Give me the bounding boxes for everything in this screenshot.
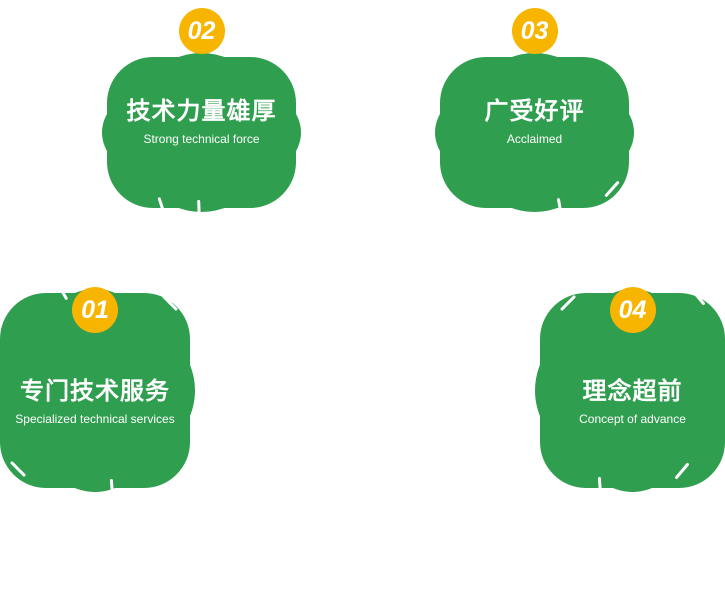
feature-subtitle: Acclaimed [506,132,563,146]
number-badge-04: 04 [609,287,656,333]
feature-card-content: 技术力量雄厚 Strong technical force [107,57,296,208]
feature-title: 技术力量雄厚 [126,98,277,125]
feature-card-content: 专门技术服务 Specialized technical services [0,293,190,488]
feature-card-01: 01 专门技术服务 Specialized technical services [0,281,195,500]
number-badge-03: 03 [511,8,558,54]
feature-title: 理念超前 [582,378,683,405]
badge-number: 04 [618,296,647,324]
badge-number: 02 [187,17,216,45]
badge-number: 01 [81,296,109,324]
feature-card-content: 理念超前 Concept of advance [540,293,725,488]
badge-number: 03 [520,17,549,45]
feature-card-04: 04 理念超前 Concept of advance [535,287,725,498]
feature-card-02: 02 技术力量雄厚 Strong technical force [102,8,301,221]
feature-subtitle: Specialized technical services [15,412,175,426]
feature-title: 专门技术服务 [20,378,170,405]
feature-title: 广受好评 [484,98,585,125]
feature-card-03: 03 广受好评 Acclaimed [435,8,634,219]
feature-subtitle: Strong technical force [143,132,260,146]
feature-card-content: 广受好评 Acclaimed [440,57,629,208]
feature-subtitle: Concept of advance [579,412,686,426]
number-badge-02: 02 [178,8,225,54]
number-badge-01: 01 [72,287,118,333]
